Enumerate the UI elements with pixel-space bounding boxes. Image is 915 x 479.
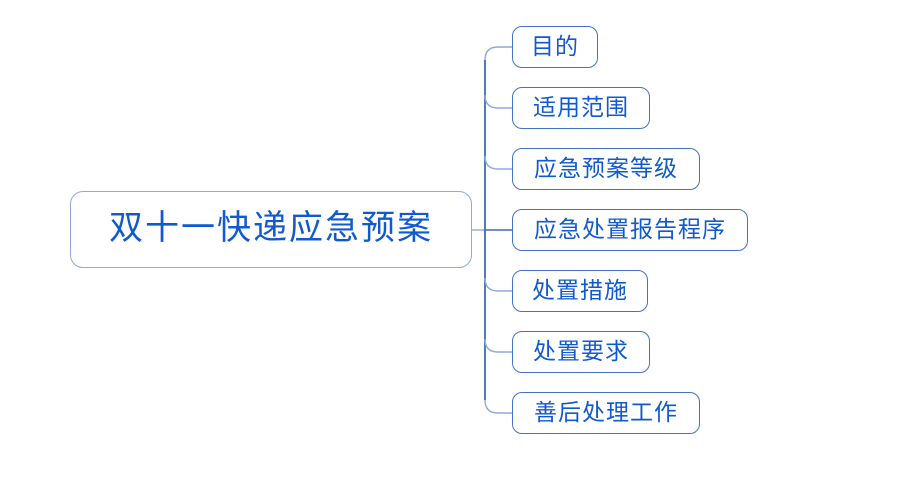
topic-label: 善后处理工作 <box>534 400 678 425</box>
connector-topic3 <box>484 155 512 170</box>
topic-label: 处置要求 <box>533 339 629 364</box>
root-node-label: 双十一快递应急预案 <box>109 210 433 247</box>
connector-topic5 <box>484 277 512 292</box>
root-node-emergency-plan[interactable]: 双十一快递应急预案 <box>70 191 472 268</box>
topic-label: 应急处置报告程序 <box>534 217 726 242</box>
topic-node-plan-level[interactable]: 应急预案等级 <box>512 148 700 190</box>
topic-label: 目的 <box>531 34 579 59</box>
topic-label: 适用范围 <box>533 95 629 120</box>
connector-topic1 <box>484 46 512 61</box>
connector-topic6 <box>484 338 512 353</box>
connector-topic2 <box>484 94 512 109</box>
topic-node-handling-measures[interactable]: 处置措施 <box>512 270 648 312</box>
topic-node-scope[interactable]: 适用范围 <box>512 87 650 129</box>
topic-node-report-procedure[interactable]: 应急处置报告程序 <box>512 209 748 251</box>
topic-node-handling-requirements[interactable]: 处置要求 <box>512 331 650 373</box>
topic-label: 处置措施 <box>532 278 628 303</box>
topic-node-aftermath-work[interactable]: 善后处理工作 <box>512 392 700 434</box>
topic-node-purpose[interactable]: 目的 <box>512 26 598 68</box>
topic-label: 应急预案等级 <box>534 156 678 181</box>
connector-topic7 <box>484 399 512 414</box>
